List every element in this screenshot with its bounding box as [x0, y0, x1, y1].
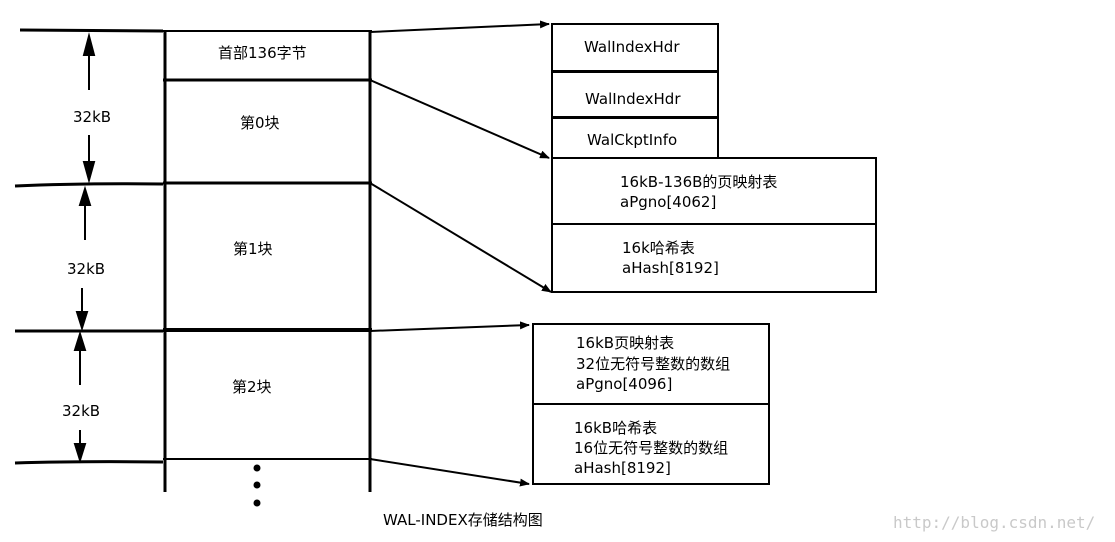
size-label-1: 32kB — [67, 260, 105, 278]
size-arrow-0 — [82, 32, 96, 184]
arrow-block0-end-to-hash — [369, 182, 552, 293]
walindexhdr-label-2: WalIndexHdr — [585, 90, 681, 108]
boundary-line-top — [19, 28, 164, 33]
page-map-0-line2: aPgno[4062] — [620, 193, 716, 211]
index0-detail — [551, 23, 877, 293]
size-arrow-2 — [73, 330, 87, 464]
size-label-0: 32kB — [73, 108, 111, 126]
block-2-label: 第2块 — [232, 378, 272, 396]
size-arrow-1 — [75, 185, 92, 332]
hash-table-1-line3: aHash[8192] — [574, 459, 671, 477]
header-section-label: 首部136字节 — [218, 44, 307, 62]
hash-table-box-1 — [532, 403, 770, 485]
page-map-1-line2: 32位无符号整数的数组 — [576, 355, 730, 373]
arrow-block2-end-to-hash-end — [369, 458, 530, 487]
main-column — [163, 30, 372, 492]
page-map-1-line3: aPgno[4096] — [576, 375, 672, 393]
walindexhdr-label-1: WalIndexHdr — [584, 38, 680, 56]
hash-table-0-line1: 16k哈希表 — [622, 239, 695, 257]
page-map-box-0 — [551, 157, 877, 225]
arrow-header-to-hdr — [369, 20, 550, 33]
hash-table-box-0 — [551, 223, 877, 293]
continuation-dots — [253, 464, 261, 507]
hash-table-1-line1: 16kB哈希表 — [574, 419, 657, 437]
diagram-caption: WAL-INDEX存储结构图 — [383, 511, 543, 529]
size-arrows — [73, 32, 96, 464]
connector-arrows — [369, 20, 552, 487]
walindexhdr-box-2 — [551, 71, 719, 118]
walindexhdr-box-1 — [551, 23, 719, 72]
block-1-label: 第1块 — [233, 240, 273, 258]
walckptinfo-box — [551, 117, 719, 159]
page-map-0-line1: 16kB-136B的页映射表 — [620, 173, 777, 191]
walckptinfo-label: WalCkptInfo — [587, 131, 677, 149]
arrow-block1-end-to-pgmap — [369, 321, 530, 332]
size-label-2: 32kB — [62, 402, 100, 420]
boundary-line-1 — [14, 182, 164, 188]
page-map-box-1 — [532, 323, 770, 405]
boundary-line-3 — [14, 460, 164, 465]
block-0-label: 第0块 — [240, 114, 280, 132]
watermark: http://blog.csdn.net/ — [893, 513, 1095, 532]
hash-table-0-line2: aHash[8192] — [622, 259, 719, 277]
hash-table-1-line2: 16位无符号整数的数组 — [574, 439, 728, 457]
index1-detail — [532, 323, 770, 485]
page-map-1-line1: 16kB页映射表 — [576, 334, 674, 352]
boundary-lines — [14, 28, 164, 465]
arrow-header-end-to-pgmap — [369, 79, 550, 159]
